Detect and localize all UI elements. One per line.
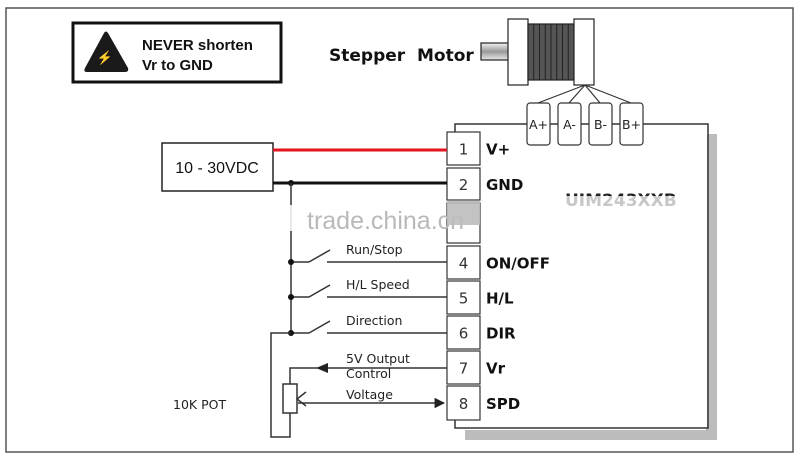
- warning-symbol: ⚡: [97, 50, 113, 66]
- motor-terminal-label: A-: [563, 117, 576, 132]
- module-shadow: [706, 134, 717, 440]
- pin-6: 6 DIR: [446, 315, 516, 350]
- power-supply: 10 - 30VDC: [161, 142, 274, 192]
- motor-terminal-label: A+: [529, 117, 548, 132]
- switch-lever: [308, 320, 331, 334]
- pin-number: 7: [459, 360, 469, 378]
- pin-box: [446, 167, 481, 201]
- motor-terminal: A+: [526, 102, 551, 146]
- motor-label: Stepper Motor: [329, 46, 474, 66]
- pin-number: 1: [459, 141, 469, 159]
- pin-label: GND: [486, 176, 523, 194]
- motor-terminal-label: B+: [622, 117, 641, 132]
- module-shadow-bottom: [465, 430, 717, 440]
- vr-wire: [289, 367, 447, 384]
- switch: Direction: [288, 313, 447, 336]
- pot-label: 10K POT: [173, 397, 226, 412]
- voltage-label: Voltage: [346, 387, 393, 402]
- vr-output-label: 5V Output: [346, 351, 410, 366]
- switch-lever: [308, 284, 331, 298]
- bus-junction: [288, 259, 294, 265]
- pin-5: 5 H/L: [446, 280, 514, 315]
- pin-8: 8 SPD: [446, 385, 520, 421]
- pin-label: H/L: [486, 290, 514, 308]
- pin-7: 7 Vr: [446, 350, 506, 385]
- pin-1: 1 V+: [446, 131, 510, 166]
- warning-box: ⚡ NEVER shorten Vr to GND: [71, 21, 283, 84]
- motor-terminal: B+: [619, 102, 644, 146]
- power-supply-label: 10 - 30VDC: [175, 160, 259, 177]
- vr-arrow-icon: [316, 363, 328, 373]
- motor-leads: [537, 84, 632, 104]
- pin-2: 2 GND: [446, 167, 523, 201]
- motor-shaft: [480, 42, 510, 61]
- pot-resistor: [282, 383, 298, 414]
- pin-box: [446, 245, 481, 280]
- motor-terminal: B-: [588, 102, 613, 146]
- switch-label: Direction: [346, 313, 402, 328]
- motor-coil-windings: [533, 24, 569, 80]
- pin-number: 6: [459, 325, 469, 343]
- pin-label: V+: [486, 141, 510, 159]
- pin-box: [446, 131, 481, 166]
- pin-label: Vr: [486, 360, 506, 378]
- pin-label: SPD: [486, 395, 520, 413]
- pin-4: 4 ON/OFF: [446, 245, 550, 280]
- motor-terminals: A+ A- B- B+: [526, 102, 644, 146]
- control-label: Control: [346, 366, 391, 381]
- watermark: trade.china.cn: [307, 207, 464, 235]
- driver-module: UIM243XXB: [454, 123, 709, 429]
- warning-line1: NEVER shorten: [142, 37, 253, 54]
- switch: Run/Stop: [288, 242, 447, 265]
- switch: H/L Speed: [288, 277, 447, 300]
- motor-terminal-label: B-: [594, 117, 607, 132]
- pot-ground-wire: [270, 332, 291, 438]
- pin-number: 8: [459, 395, 469, 413]
- switch-label: Run/Stop: [346, 242, 403, 257]
- motor-front-cap: [507, 18, 529, 86]
- pin-number: 2: [459, 176, 469, 194]
- stepper-motor: Stepper Motor: [329, 18, 632, 104]
- pin3-shade: [447, 201, 480, 225]
- pin-label: DIR: [486, 325, 516, 343]
- pin-number: 4: [459, 255, 469, 273]
- warning-line2: Vr to GND: [142, 57, 213, 74]
- pin-box: [446, 385, 481, 421]
- watermark-blur: [286, 205, 296, 231]
- bus-junction: [288, 294, 294, 300]
- switch-label: H/L Speed: [346, 277, 410, 292]
- module-name-blur: [565, 196, 695, 210]
- warning-triangle-icon: [84, 31, 129, 72]
- switch-lever: [308, 249, 331, 263]
- pin-label: ON/OFF: [486, 255, 550, 273]
- pin-number: 5: [459, 290, 469, 308]
- motor-terminal: A-: [557, 102, 582, 146]
- motor-rear-cap: [573, 18, 595, 86]
- pin-box: [446, 280, 481, 315]
- pin-box: [446, 315, 481, 350]
